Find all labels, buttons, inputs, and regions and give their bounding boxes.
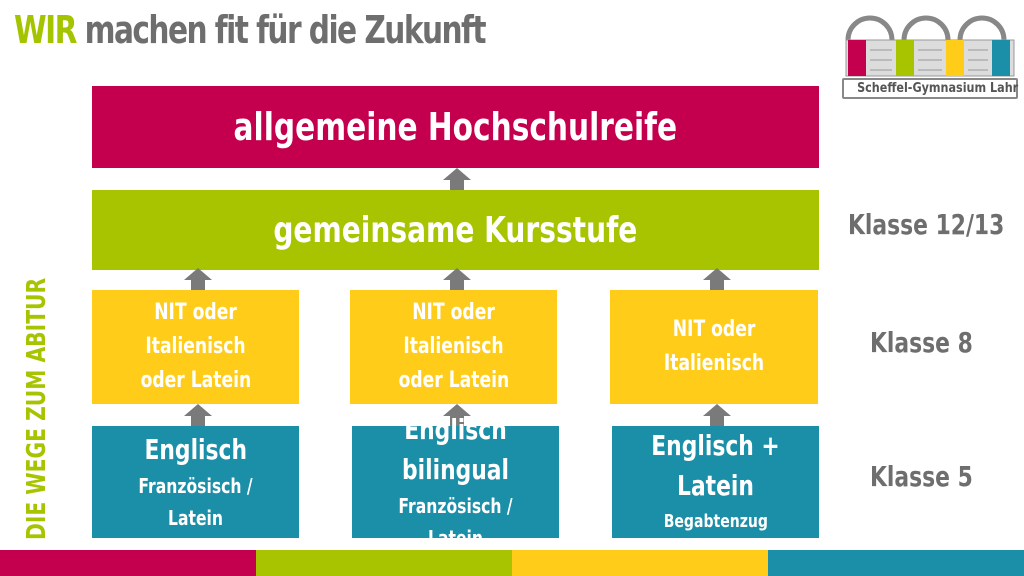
side-label: DIE WEGE ZUM ABITUR <box>22 277 52 540</box>
arrow-up-icon <box>443 168 471 190</box>
level-label-8: Klasse 8 <box>870 326 973 359</box>
level-label-12-13: Klasse 12/13 <box>848 208 1005 241</box>
footer-stripe-teal <box>768 550 1024 576</box>
hochschulreife-box: allgemeine Hochschulreife <box>92 86 819 168</box>
title-rest: machen fit für die Zukunft <box>84 8 487 52</box>
building-icon <box>845 15 1015 77</box>
arrow-up-icon <box>703 404 731 426</box>
logo-caption: Scheffel-Gymnasium Lahr <box>842 78 1018 99</box>
school-logo <box>842 10 1018 100</box>
language-box-2: Englisch bilingual Französisch / Latein <box>352 413 559 550</box>
arrow-up-icon <box>443 268 471 290</box>
arrow-up-icon <box>443 404 471 426</box>
footer-stripe-green <box>256 550 512 576</box>
language-box-1: Englisch Französisch / Latein <box>92 426 299 538</box>
profile-box-3: NIT oder Italienisch <box>610 290 818 404</box>
arrow-up-icon <box>184 404 212 426</box>
page-title: WIR machen fit für die Zukunft <box>14 8 487 52</box>
footer-stripe-crimson <box>0 550 256 576</box>
profile-box-2: NIT oder Italienisch oder Latein <box>350 290 557 404</box>
title-highlight: WIR <box>14 8 77 52</box>
profile-box-1: NIT oder Italienisch oder Latein <box>92 290 299 404</box>
arrow-up-icon <box>184 268 212 290</box>
kursstufe-box: gemeinsame Kursstufe <box>92 190 819 270</box>
footer-stripe-yellow <box>512 550 768 576</box>
arrow-up-icon <box>703 268 731 290</box>
level-label-5: Klasse 5 <box>870 460 973 493</box>
language-box-3: Englisch + Latein Begabtenzug <box>612 426 819 538</box>
